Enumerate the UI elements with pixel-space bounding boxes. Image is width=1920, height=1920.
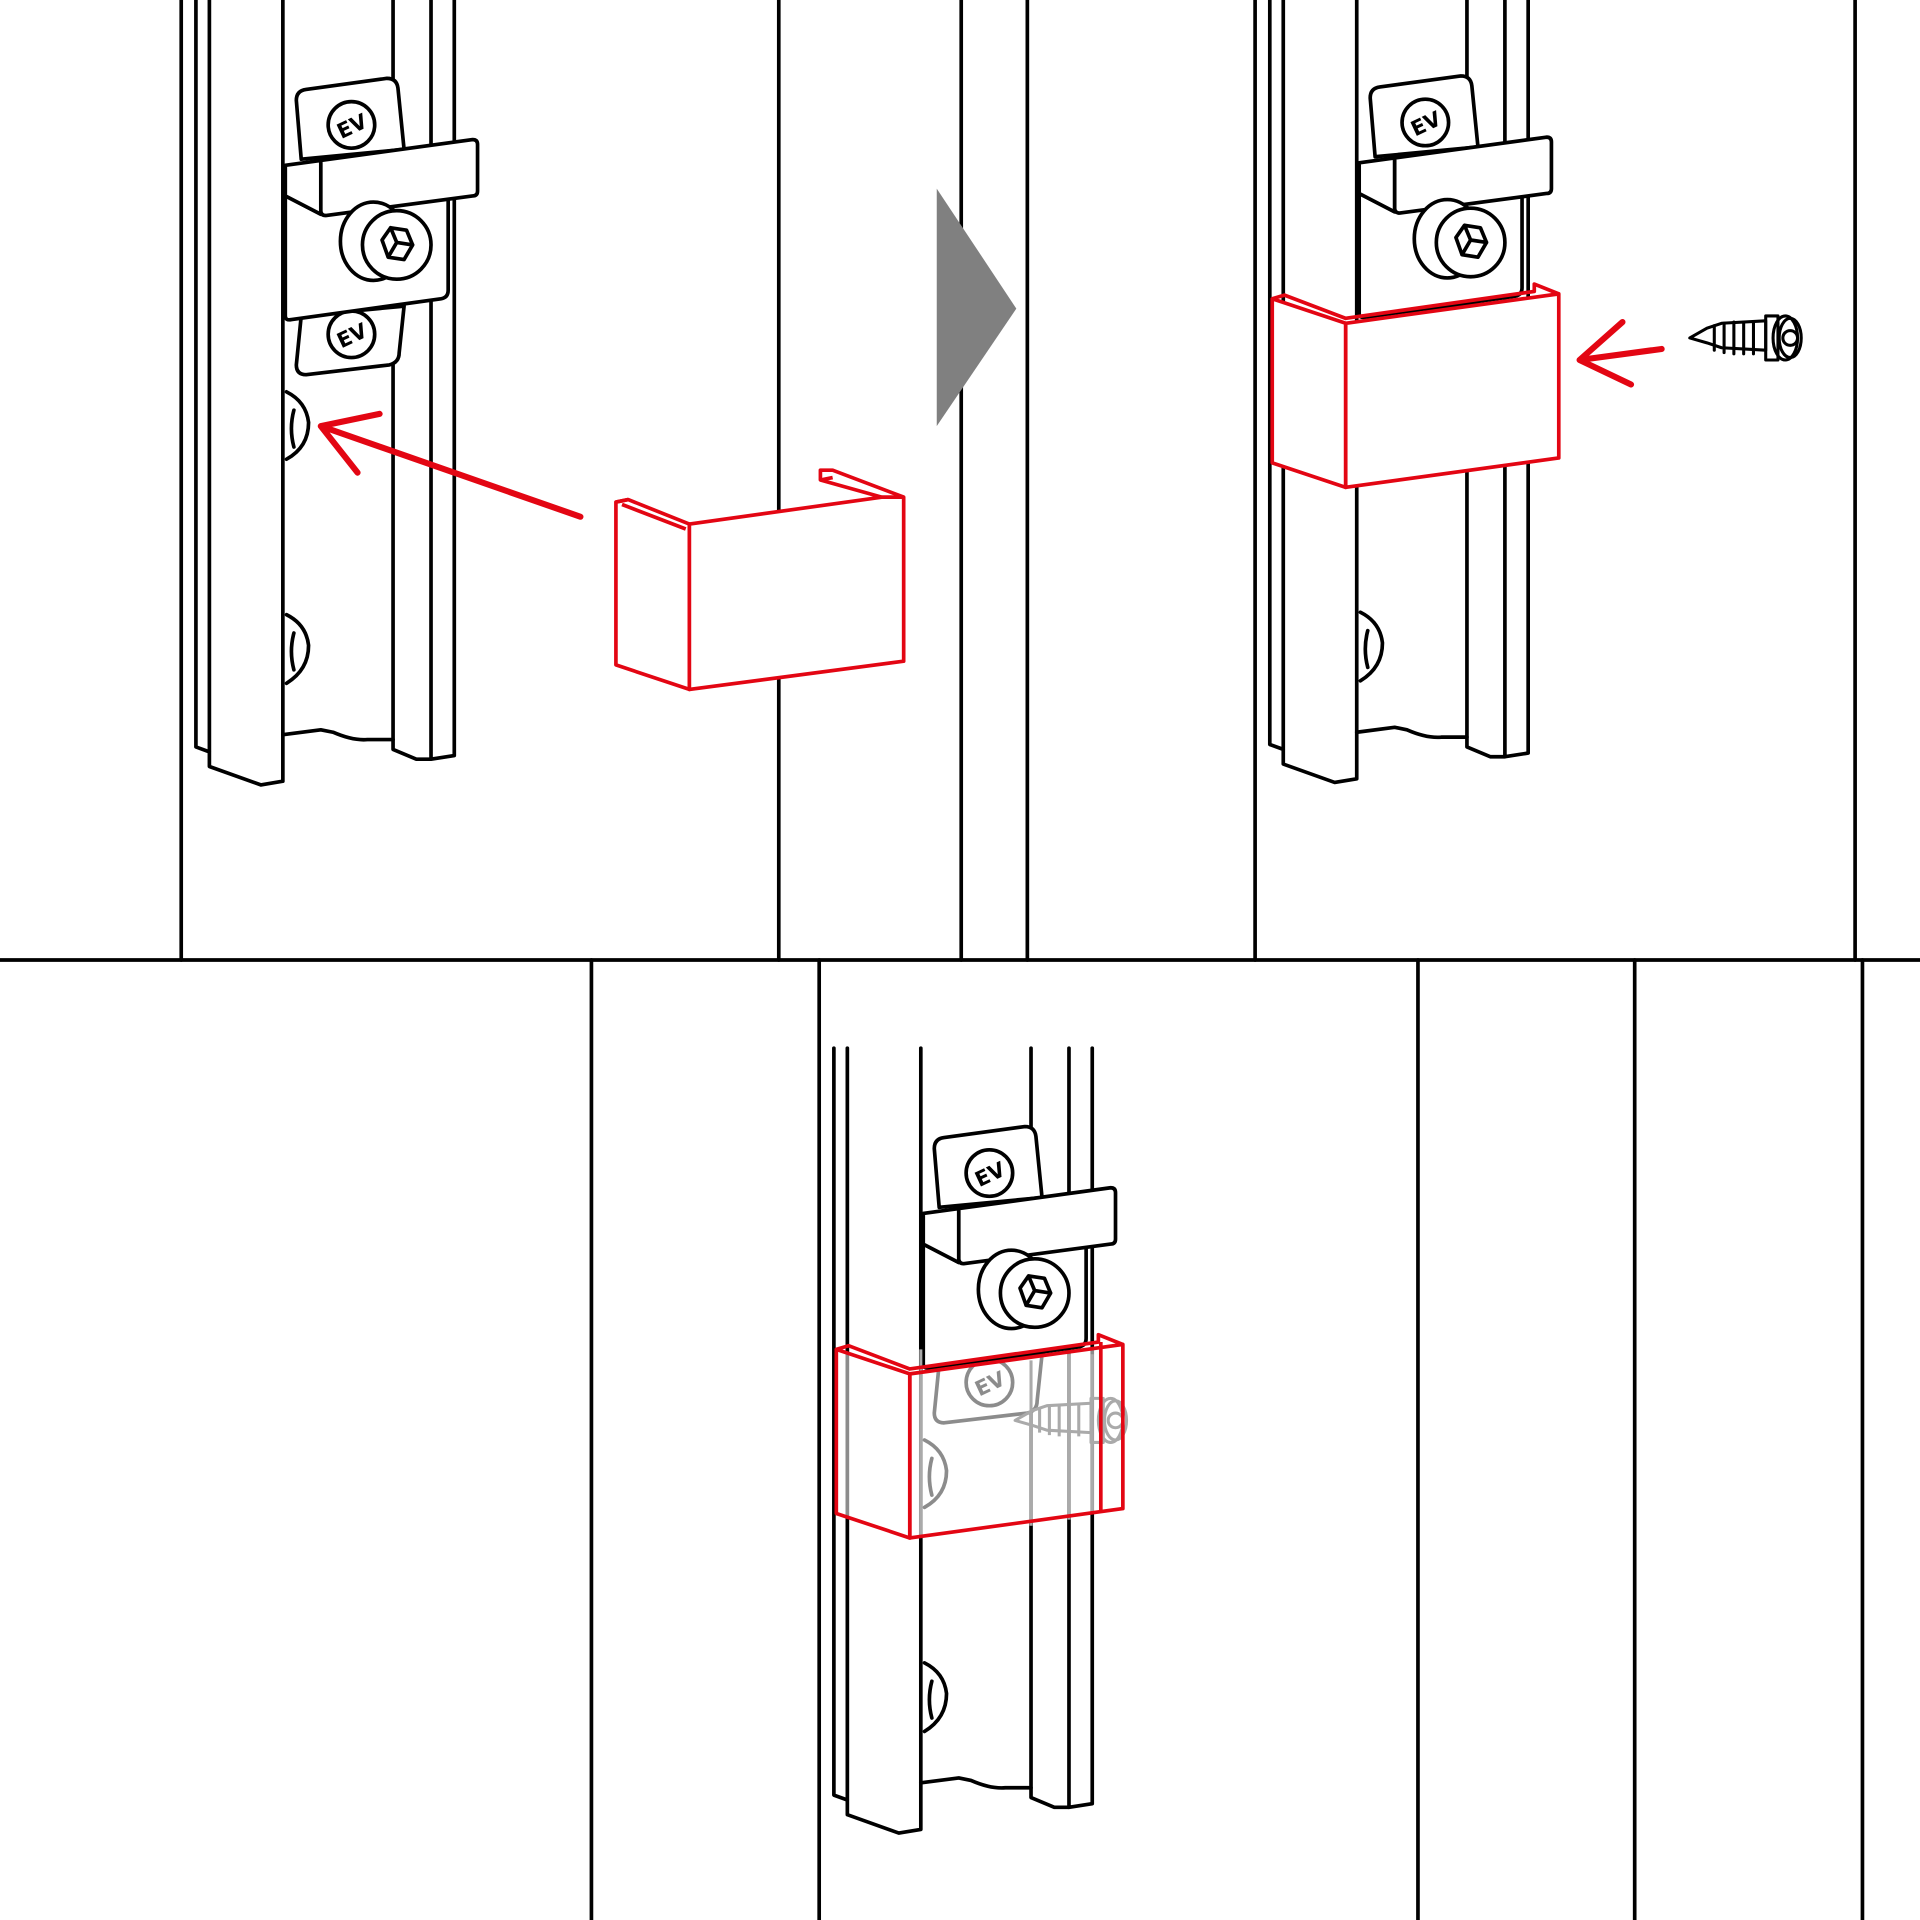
u-cover-cap-icon bbox=[834, 1332, 1129, 1540]
insert-arrow-icon bbox=[317, 410, 584, 520]
step-2 bbox=[1267, 0, 1561, 785]
self-drilling-screw-icon bbox=[1688, 314, 1803, 362]
step-2-extras bbox=[1576, 314, 1803, 388]
next-step-arrow-icon bbox=[936, 188, 1017, 427]
u-cover-cap-icon bbox=[1270, 282, 1561, 490]
step-1 bbox=[194, 0, 906, 787]
insert-arrow-icon bbox=[1576, 318, 1665, 388]
u-cover-cap-icon bbox=[614, 468, 906, 692]
step-3 bbox=[832, 1046, 1129, 1835]
mounting-clip-icon bbox=[283, 76, 480, 377]
